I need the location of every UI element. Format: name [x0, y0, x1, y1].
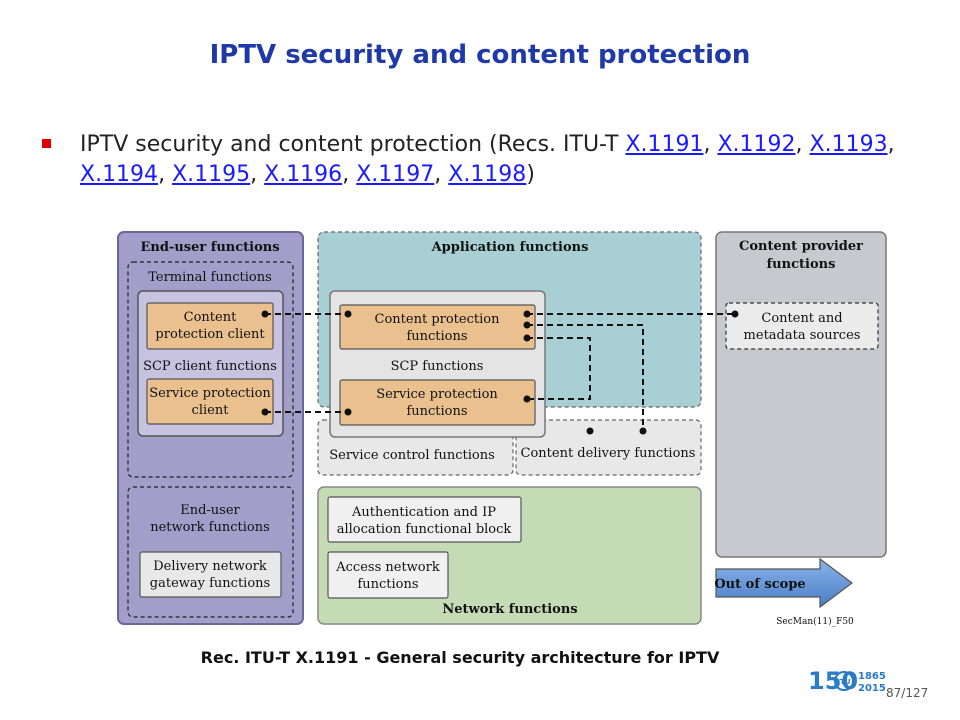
scp-functions-label: SCP functions — [391, 359, 484, 374]
end-user-functions-title: End-user functions — [140, 240, 279, 255]
link-x1191[interactable]: X.1191 — [625, 132, 704, 157]
connector-dot — [523, 395, 531, 403]
service-protection-functions-box — [339, 379, 536, 426]
connector-dot — [731, 310, 739, 318]
delivery-gateway-label-2: gateway functions — [150, 576, 270, 591]
service-protection-client-box — [146, 378, 274, 425]
logo-year-end: 2015 — [858, 683, 886, 694]
connector-dot — [344, 310, 352, 318]
content-provider-functions-panel: Content provider functions Content and m… — [715, 231, 887, 558]
auth-block-label-1: Authentication and IP — [351, 505, 496, 520]
connector-scp-internal — [527, 337, 591, 400]
connector-dot — [586, 427, 594, 435]
bullet-square-icon — [42, 139, 51, 148]
content-metadata-sources-box — [725, 302, 879, 350]
end-user-network-label-1: End-user — [180, 503, 240, 518]
link-x1193[interactable]: X.1193 — [809, 132, 888, 157]
scp-client-functions-label: SCP client functions — [143, 359, 277, 374]
out-of-scope-arrow: Out of scope — [714, 557, 853, 609]
logo-digits: 150 — [808, 667, 858, 695]
content-protection-client-box — [146, 302, 274, 350]
service-protection-client-label-1: Service protection — [149, 386, 271, 401]
delivery-gateway-label-1: Delivery network — [153, 559, 267, 574]
link-x1198[interactable]: X.1198 — [448, 162, 527, 187]
end-user-network-label-2: network functions — [150, 520, 270, 535]
content-delivery-functions-label: Content delivery functions — [521, 446, 696, 461]
content-delivery-functions-box — [515, 419, 702, 476]
connector-lines — [265, 313, 735, 431]
content-protection-client-label-1: Content — [184, 310, 237, 325]
application-functions-panel: Application functions Service control fu… — [317, 231, 702, 476]
itu-emblem-icon — [834, 671, 854, 691]
content-provider-title-1: Content provider — [739, 239, 863, 254]
link-x1192[interactable]: X.1192 — [717, 132, 796, 157]
connector-dot — [261, 408, 269, 416]
figure-caption: Rec. ITU-T X.1191 - General security arc… — [200, 648, 720, 667]
logo-mark: ITU — [837, 678, 850, 686]
network-functions-panel: Authentication and IP allocation functio… — [317, 486, 702, 625]
connector-dot — [344, 408, 352, 416]
content-protection-functions-label-1: Content protection — [375, 312, 501, 327]
access-network-functions-box — [327, 551, 449, 599]
connector-dot — [523, 310, 531, 318]
page-number: 87/127 — [886, 686, 929, 700]
link-x1197[interactable]: X.1197 — [356, 162, 435, 187]
slide-title: IPTV security and content protection — [209, 40, 751, 70]
content-provider-title-2: functions — [767, 257, 836, 272]
delivery-network-gateway-box — [139, 551, 282, 598]
bullet-prefix: IPTV security and content protection (Re… — [80, 132, 626, 157]
access-network-label-1: Access network — [335, 560, 440, 575]
service-protection-functions-label-2: functions — [406, 404, 467, 419]
connector-dots — [261, 310, 739, 435]
link-x1196[interactable]: X.1196 — [264, 162, 343, 187]
terminal-functions-label: Terminal functions — [148, 270, 272, 285]
content-protection-client-label-2: protection client — [155, 327, 265, 342]
link-x1194[interactable]: X.1194 — [80, 162, 159, 187]
network-functions-title: Network functions — [442, 602, 577, 617]
bullet-suffix: ) — [526, 162, 535, 187]
figure-id-label: SecMan(11)_F50 — [776, 616, 854, 627]
content-protection-functions-label-2: functions — [406, 329, 467, 344]
service-control-functions-label: Service control functions — [329, 448, 495, 463]
connector-dot — [523, 321, 531, 329]
link-x1195[interactable]: X.1195 — [172, 162, 251, 187]
content-sources-label-2: metadata sources — [744, 328, 861, 343]
connector-dot — [523, 334, 531, 342]
connector-dot — [261, 310, 269, 318]
bullet-text: IPTV security and content protection (Re… — [80, 132, 895, 187]
authentication-ip-block-box — [327, 496, 522, 543]
end-user-functions-panel: End-user functions Terminal functions Co… — [117, 231, 304, 625]
itu-150-logo: 150 ITU 1865 2015 — [806, 660, 886, 700]
connector-content-delivery — [527, 324, 644, 431]
iptv-architecture-diagram: End-user functions Terminal functions Co… — [115, 227, 895, 632]
service-protection-functions-label-1: Service protection — [376, 387, 498, 402]
service-protection-client-label-2: client — [192, 403, 230, 418]
out-of-scope-label: Out of scope — [714, 577, 805, 592]
auth-block-label-2: allocation functional block — [337, 522, 512, 537]
logo-year-start: 1865 — [858, 671, 886, 682]
access-network-label-2: functions — [357, 577, 418, 592]
content-sources-label-1: Content and — [761, 311, 842, 326]
connector-dot — [639, 427, 647, 435]
application-functions-title: Application functions — [431, 240, 589, 255]
content-protection-functions-box — [339, 304, 536, 350]
